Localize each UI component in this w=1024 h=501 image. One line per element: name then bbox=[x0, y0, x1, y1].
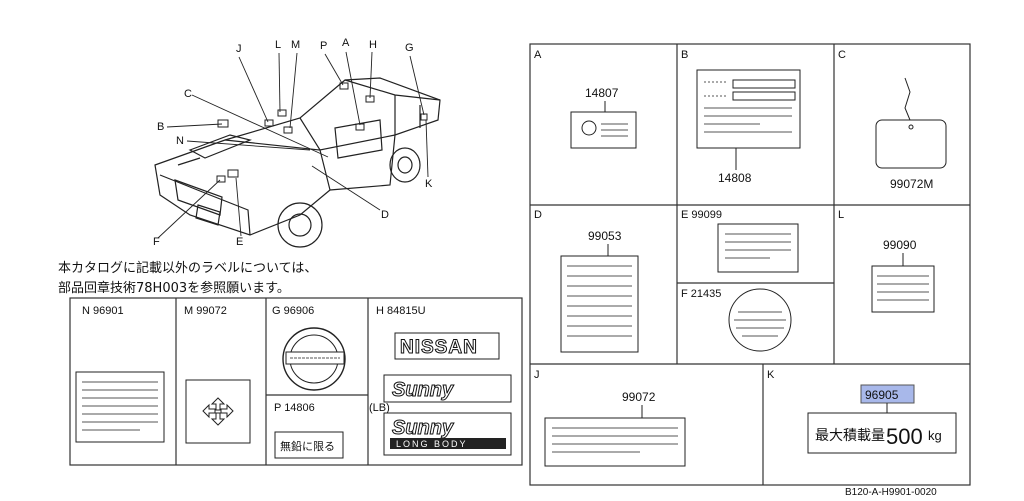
panel-c: C 99072M bbox=[838, 49, 947, 191]
panel-k: K 96905 最大積載量 500 kg bbox=[767, 369, 957, 454]
panel-p-header: P 14806 bbox=[274, 402, 315, 414]
panel-f-header: F 21435 bbox=[681, 288, 721, 300]
panel-p-label-text: 無鉛に限る bbox=[280, 439, 335, 453]
panel-b-part: 14808 bbox=[718, 171, 752, 185]
panel-d-part: 99053 bbox=[588, 229, 622, 243]
panel-f: F 21435 bbox=[681, 288, 792, 352]
callout-b: B bbox=[157, 121, 164, 133]
label-locations bbox=[216, 82, 428, 183]
panel-g: G 96906 bbox=[272, 305, 346, 391]
right-grid bbox=[529, 43, 971, 486]
panel-b: B 14808 bbox=[681, 49, 801, 185]
panel-h: H 84815U NISSAN Sunny (LB) Sunny LONG BO… bbox=[369, 305, 512, 456]
panel-j: J 99072 bbox=[534, 369, 686, 467]
panel-e: E 99099 bbox=[681, 209, 799, 273]
callout-e: E bbox=[236, 236, 243, 248]
callout-letters: J L M P A H G C B N K D F E bbox=[153, 37, 433, 248]
panel-n: N 96901 bbox=[75, 305, 165, 443]
panel-l-part: 99090 bbox=[883, 238, 917, 252]
panel-a-part: 14807 bbox=[585, 86, 619, 100]
panel-j-letter: J bbox=[534, 369, 540, 381]
panel-k-label-unit: kg bbox=[928, 428, 942, 443]
badge-sunny: Sunny bbox=[392, 379, 454, 401]
footer-code: B120-A-H9901-0020 bbox=[845, 487, 937, 498]
badge-longbody: LONG BODY bbox=[396, 439, 468, 449]
callout-k: K bbox=[425, 178, 433, 190]
callout-f: F bbox=[153, 236, 160, 248]
panel-m: M 99072 bbox=[184, 305, 251, 444]
panel-m-header: M 99072 bbox=[184, 305, 227, 317]
panel-e-header: E 99099 bbox=[681, 209, 722, 221]
badge-sunny-2: Sunny bbox=[392, 417, 454, 439]
panel-c-letter: C bbox=[838, 49, 846, 61]
note-line-1: 本カタログに記載以外のラベルについては、 bbox=[58, 260, 317, 276]
callout-j: J bbox=[236, 43, 242, 55]
panel-b-letter: B bbox=[681, 49, 688, 61]
panel-d: D 99053 bbox=[534, 209, 639, 353]
panel-k-label-value: 500 bbox=[886, 424, 923, 449]
panel-p: P 14806 無鉛に限る bbox=[274, 402, 344, 459]
badge-nissan: NISSAN bbox=[400, 337, 478, 358]
panel-l-letter: L bbox=[838, 209, 844, 221]
callout-g: G bbox=[405, 42, 414, 54]
callout-c: C bbox=[184, 88, 192, 100]
lb-note: (LB) bbox=[369, 402, 390, 414]
callout-m: M bbox=[291, 39, 300, 51]
panel-c-part: 99072M bbox=[890, 177, 933, 191]
callout-l: L bbox=[275, 39, 281, 51]
callout-d: D bbox=[381, 209, 389, 221]
panel-l: L 99090 bbox=[838, 209, 935, 313]
callout-p: P bbox=[320, 40, 327, 52]
panel-j-part: 99072 bbox=[622, 390, 656, 404]
panel-k-label-text: 最大積載量 bbox=[815, 428, 885, 444]
panel-n-header: N 96901 bbox=[82, 305, 124, 317]
callout-leaders bbox=[157, 51, 429, 239]
callout-n: N bbox=[176, 135, 184, 147]
panel-k-letter: K bbox=[767, 369, 775, 381]
truck-illustration bbox=[154, 77, 441, 248]
panel-k-part: 96905 bbox=[865, 388, 899, 402]
bottom-left-grid bbox=[69, 297, 523, 466]
panel-g-header: G 96906 bbox=[272, 305, 314, 317]
panel-h-header: H 84815U bbox=[376, 305, 426, 317]
panel-a-letter: A bbox=[534, 49, 542, 61]
note-line-2: 部品回章技術78H003を参照願います。 bbox=[58, 280, 290, 296]
callout-h: H bbox=[369, 39, 377, 51]
panel-d-letter: D bbox=[534, 209, 542, 221]
panel-a: A 14807 bbox=[534, 49, 637, 149]
callout-a: A bbox=[342, 37, 350, 49]
